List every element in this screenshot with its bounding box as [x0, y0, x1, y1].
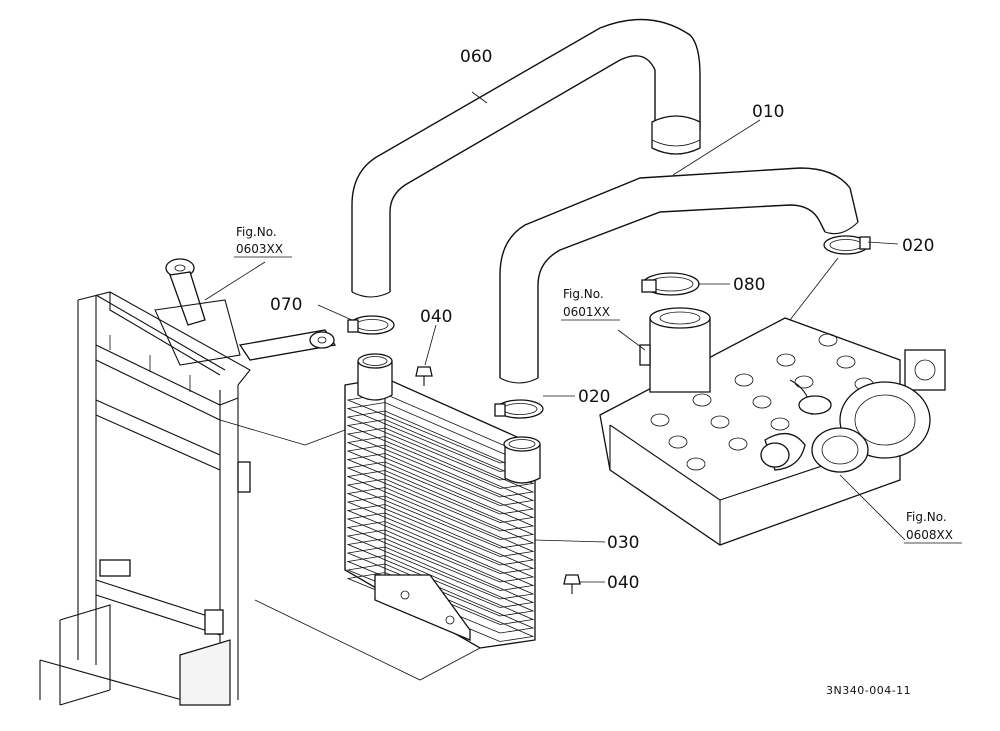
core-fin — [346, 538, 535, 608]
label-010: 010 — [752, 102, 784, 122]
hose-010 — [499, 167, 859, 384]
figref-turbo-title: Fig.No. — [906, 510, 947, 524]
drawing-code: 3N340-004-11 — [826, 684, 911, 697]
core-fin — [346, 470, 535, 540]
figref-frame-title: Fig.No. — [236, 225, 277, 239]
leader-lines — [204, 91, 906, 681]
head-port — [728, 437, 748, 451]
label-080: 080 — [733, 275, 765, 295]
intercooler-core — [344, 353, 541, 649]
cylinder-head — [599, 307, 946, 546]
core-fin — [346, 512, 535, 583]
label-030: 030 — [607, 533, 639, 553]
label-040-upper: 040 — [420, 307, 452, 327]
label-020-lower: 020 — [578, 387, 610, 407]
head-port — [650, 413, 670, 427]
head-port — [668, 435, 688, 449]
core-fin — [346, 427, 535, 498]
core-fin — [346, 529, 535, 600]
head-port — [686, 457, 706, 471]
core-fin — [346, 419, 535, 489]
turbocharger — [760, 379, 931, 473]
core-fin — [346, 504, 535, 574]
clamp-070 — [347, 315, 395, 335]
core-fin — [346, 436, 535, 506]
core-fin — [346, 487, 535, 557]
head-port — [710, 415, 730, 429]
core-fin — [346, 461, 535, 532]
head-port — [734, 373, 754, 387]
core-fin — [346, 478, 535, 549]
head-port — [776, 353, 796, 367]
radiator-frame — [39, 258, 337, 706]
head-port — [818, 333, 838, 347]
label-040-lower: 040 — [607, 573, 639, 593]
label-020-upper: 020 — [902, 236, 934, 256]
figref-head-title: Fig.No. — [563, 287, 604, 301]
bolt-upper — [415, 366, 433, 386]
label-060: 060 — [460, 47, 492, 67]
label-070: 070 — [270, 295, 302, 315]
clamp-020-upper — [823, 235, 871, 255]
figref-turbo-code: 0608XX — [906, 528, 953, 542]
core-fin — [346, 521, 535, 591]
head-port — [770, 417, 790, 431]
figref-head-code: 0601XX — [563, 305, 610, 319]
bolt-lower — [563, 574, 581, 594]
head-port — [752, 395, 772, 409]
head-port — [836, 355, 856, 369]
head-port — [692, 393, 712, 407]
head-port — [794, 375, 814, 389]
core-fin — [346, 444, 535, 515]
core-fin — [346, 546, 535, 617]
hose-060 — [351, 18, 701, 298]
clamp-020-lower — [494, 399, 544, 419]
core-fin — [346, 495, 535, 566]
clamp-080 — [641, 272, 700, 296]
core-fin — [346, 453, 535, 523]
figref-frame-code: 0603XX — [236, 242, 283, 256]
